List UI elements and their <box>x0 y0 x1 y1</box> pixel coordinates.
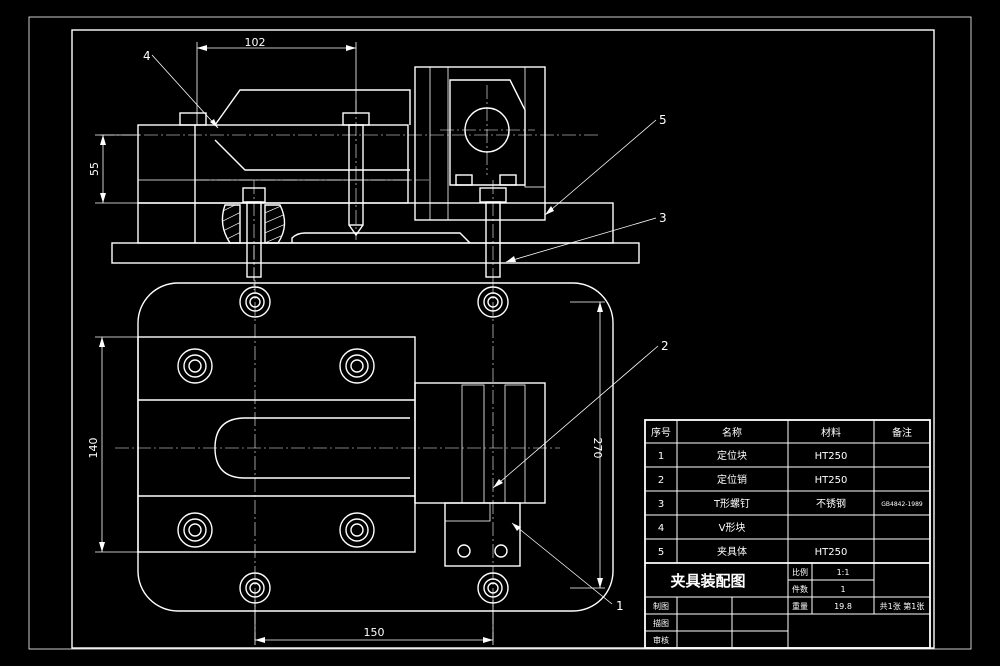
dim-150: 150 <box>364 626 385 639</box>
balloon-2: 2 <box>661 339 669 353</box>
count-label: 件数 <box>792 584 808 594</box>
bom-header-no: 序号 <box>651 426 671 439</box>
bom-row-3-no: 3 <box>658 499 664 510</box>
bom-row-2-no: 2 <box>658 475 664 486</box>
v-block-top <box>414 382 546 504</box>
count-value: 1 <box>840 585 845 594</box>
bom-header-note: 备注 <box>892 426 912 439</box>
check-label: 描图 <box>653 618 669 628</box>
bom-row-1-material: HT250 <box>815 451 848 462</box>
outer-border <box>28 16 972 650</box>
bolt-circles <box>177 286 509 604</box>
bom-header-material: 材料 <box>821 426 841 439</box>
scale-label: 比例 <box>792 567 808 577</box>
balloon-3: 3 <box>659 211 667 225</box>
bom-row-2-name: 定位销 <box>717 473 747 486</box>
dim-55: 55 <box>88 162 101 176</box>
dim-140: 140 <box>87 438 100 459</box>
bom-row-5-material: HT250 <box>815 547 848 558</box>
drawn-label: 制图 <box>653 601 669 611</box>
front-view <box>100 66 640 290</box>
dim-270: 270 <box>591 438 604 459</box>
top-view <box>115 280 614 640</box>
dim-102: 102 <box>245 36 266 49</box>
balloon-5: 5 <box>659 113 667 127</box>
bom-row-3-material: 不锈钢 <box>816 497 846 510</box>
bom-header-name: 名称 <box>722 426 742 439</box>
bom-row-5-name: 夹具体 <box>717 545 747 558</box>
bom-row-1-name: 定位块 <box>717 449 747 462</box>
bom-row-4-name: V形块 <box>719 522 746 534</box>
bom-row-3-note: GB4842-1989 <box>881 501 923 508</box>
bom-row-2-material: HT250 <box>815 475 848 486</box>
inner-frame <box>71 29 935 649</box>
clamp-body-top <box>137 282 614 612</box>
bolt-top-left <box>179 112 207 126</box>
balloon-1: 1 <box>616 599 624 613</box>
balloon-4: 4 <box>143 49 151 63</box>
sheet-info: 共1张 第1张 <box>880 601 925 611</box>
scale-value: 1:1 <box>837 568 850 577</box>
locating-block-top <box>444 502 521 567</box>
dimension-lines <box>95 42 605 645</box>
drawing-title: 夹具装配图 <box>670 572 745 590</box>
bom-row-4-no: 4 <box>658 523 664 534</box>
weight-label: 重量 <box>792 601 808 611</box>
leader-lines <box>151 54 659 605</box>
review-label: 审核 <box>653 635 669 645</box>
clamp-body-front <box>137 202 614 244</box>
bom-row-3-name: T形螺钉 <box>713 498 750 510</box>
left-block-front <box>137 124 409 204</box>
bom-row-1-no: 1 <box>658 451 664 462</box>
bom-table <box>644 419 931 649</box>
weight-value: 19.8 <box>834 602 852 611</box>
bom-row-5-no: 5 <box>658 547 664 558</box>
